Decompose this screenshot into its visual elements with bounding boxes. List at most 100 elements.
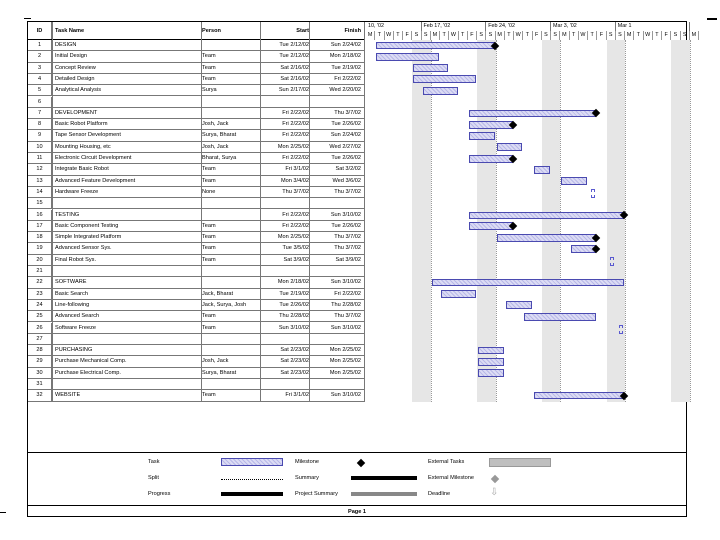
- task-bar[interactable]: [441, 290, 476, 299]
- task-name: Basic Component Testing: [55, 222, 119, 229]
- milestone-marker[interactable]: [609, 256, 614, 266]
- task-finish: [310, 266, 361, 276]
- legend-progress-label: Progress: [148, 491, 171, 497]
- task-bar[interactable]: [478, 357, 504, 366]
- task-name: WEBSITE: [55, 392, 81, 399]
- task-name: Advanced Feature Development: [55, 177, 136, 184]
- task-bar[interactable]: [478, 369, 504, 378]
- task-person: Bharat, Surya: [202, 155, 237, 161]
- task-id: 28: [28, 345, 52, 356]
- table-row[interactable]: 6: [28, 96, 364, 108]
- table-row[interactable]: 27: [28, 333, 364, 346]
- task-id: 3: [28, 62, 52, 73]
- task-name: Basic Search: [55, 290, 88, 297]
- task-bar[interactable]: [422, 86, 458, 95]
- task-bar[interactable]: [496, 233, 597, 242]
- deadline-arrow-icon: ⇩: [490, 487, 499, 498]
- table-row[interactable]: 21: [28, 266, 364, 278]
- timeline-day-label: S: [486, 31, 496, 40]
- timeline-day-label: S: [477, 31, 487, 40]
- task-finish: Sun 2/24/02: [330, 42, 361, 48]
- task-id: 21: [28, 266, 52, 277]
- timeline-day-label: T: [634, 31, 644, 40]
- task-person: [202, 97, 260, 107]
- table-row[interactable]: 15: [28, 198, 364, 210]
- milestone-marker[interactable]: [618, 324, 623, 334]
- task-bar[interactable]: [468, 222, 513, 231]
- milestone-marker[interactable]: [591, 188, 595, 198]
- weekend-shading: [671, 40, 681, 402]
- task-person: [202, 334, 260, 344]
- task-bar[interactable]: [524, 312, 597, 321]
- task-bar[interactable]: [496, 143, 523, 152]
- task-bar[interactable]: [561, 177, 587, 186]
- task-bar[interactable]: [505, 301, 532, 310]
- timeline-day-label: T: [523, 31, 533, 40]
- task-id: 4: [28, 73, 52, 85]
- legend-task-swatch: [221, 458, 283, 466]
- task-bar[interactable]: [468, 120, 513, 129]
- task-name: SOFTWARE: [55, 279, 87, 286]
- task-person: Team: [202, 53, 216, 60]
- timeline-day-label: S: [422, 31, 431, 40]
- legend-external-tasks-swatch: [489, 458, 551, 467]
- timeline-day-label: W: [579, 31, 588, 40]
- summary-bar[interactable]: [431, 279, 624, 287]
- table-row[interactable]: 31: [28, 379, 364, 391]
- task-bar[interactable]: [533, 165, 550, 174]
- task-person: [202, 40, 260, 50]
- task-bar[interactable]: [413, 64, 449, 73]
- task-id: 12: [28, 164, 52, 175]
- task-person: Josh, Jack: [202, 358, 229, 365]
- timeline-day-label: F: [533, 31, 542, 40]
- task-start: Sun 2/17/02: [278, 87, 309, 94]
- task-bar[interactable]: [468, 154, 513, 163]
- weekend-shading: [541, 40, 551, 402]
- page-footer: Page 1: [28, 505, 686, 518]
- task-bar[interactable]: [413, 75, 476, 84]
- summary-bar[interactable]: [468, 109, 597, 117]
- task-bar[interactable]: [376, 52, 439, 61]
- summary-bar[interactable]: [376, 42, 495, 49]
- task-id: 24: [28, 299, 52, 311]
- summary-bar[interactable]: [533, 392, 624, 400]
- timeline-day-label: T: [375, 31, 385, 40]
- task-name: Software Freeze: [55, 324, 97, 331]
- task-finish: [310, 97, 361, 107]
- task-person: Team: [202, 324, 216, 331]
- summary-bar[interactable]: [468, 211, 624, 219]
- task-finish: [310, 379, 361, 389]
- task-name: [55, 266, 201, 276]
- task-bar[interactable]: [468, 131, 495, 140]
- task-finish: Wed 2/27/02: [329, 143, 361, 150]
- summary-bar[interactable]: [478, 347, 504, 355]
- task-name: Purchase Mechanical Comp.: [55, 358, 127, 365]
